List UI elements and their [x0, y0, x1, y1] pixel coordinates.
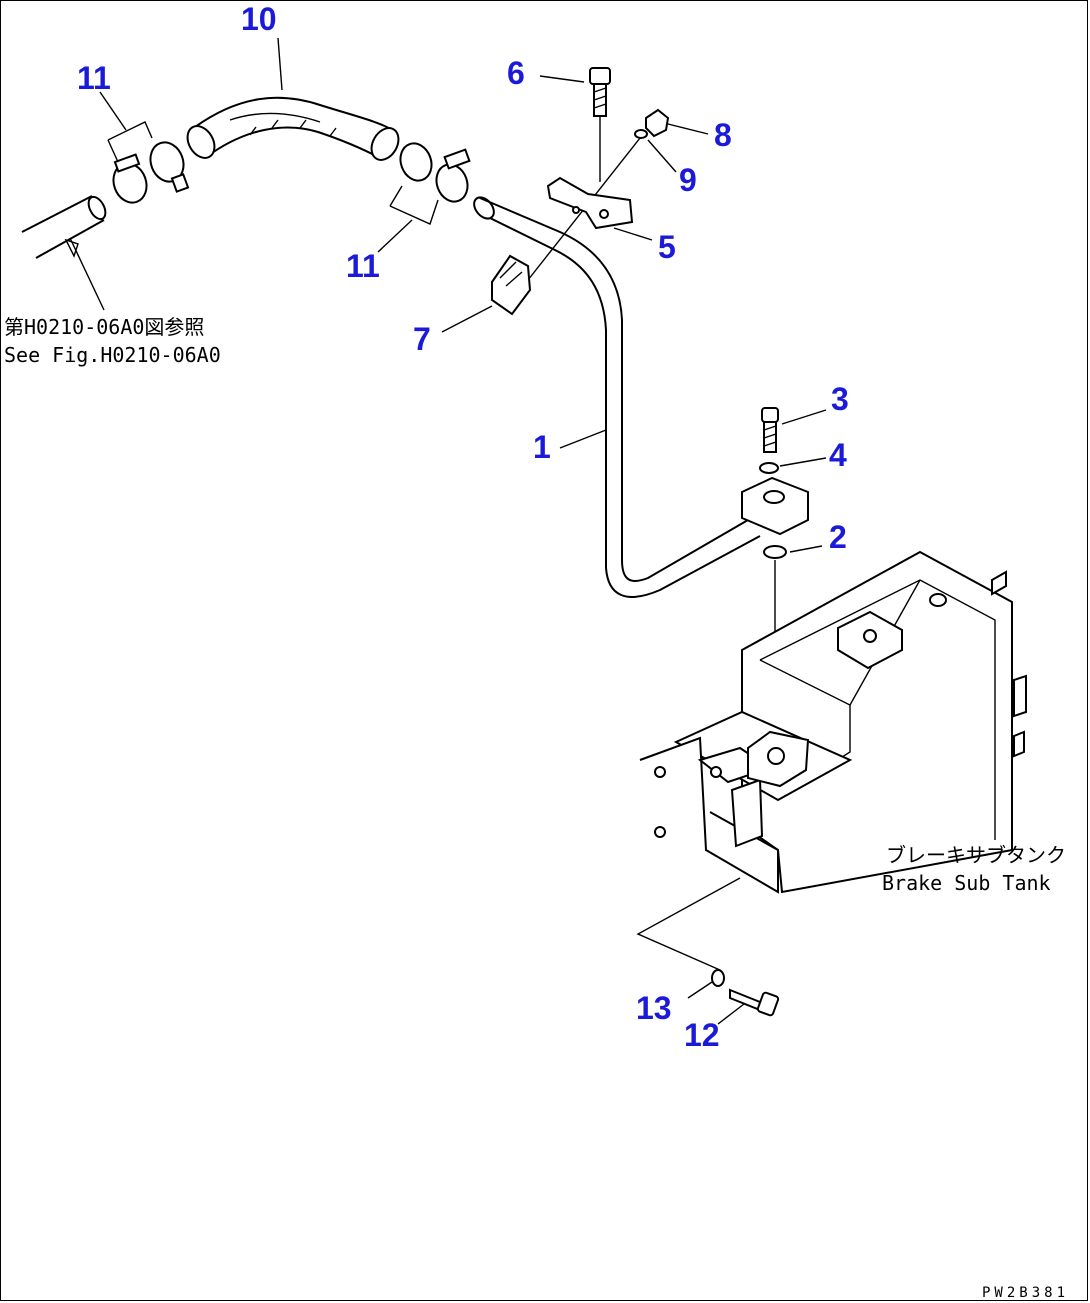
reference-note-jp: 第H0210-06A0図参照 — [4, 315, 204, 339]
tank-label-jp: ブレーキサブタンク — [886, 843, 1066, 867]
clip-7 — [491, 254, 532, 316]
drawing-code: PW2B381 — [982, 1285, 1069, 1301]
callout-3: 3 — [831, 381, 849, 417]
tube-flange — [741, 476, 809, 536]
callout-11-left: 11 — [77, 60, 111, 96]
washer-4 — [759, 462, 779, 474]
callout-13: 13 — [636, 990, 672, 1026]
bolt-3 — [761, 407, 779, 453]
callout-2: 2 — [829, 519, 847, 555]
hose-clamp-right — [389, 142, 471, 225]
callout-5: 5 — [658, 229, 676, 265]
callout-12: 12 — [684, 1017, 720, 1053]
callout-4: 4 — [829, 437, 847, 473]
leader-lines — [99, 37, 827, 1025]
nut-8 — [645, 108, 670, 138]
bolt-6 — [589, 67, 611, 182]
callout-7: 7 — [413, 321, 431, 357]
brake-tube — [473, 196, 761, 598]
tank-label-en: Brake Sub Tank — [882, 871, 1051, 895]
callout-8: 8 — [714, 117, 732, 153]
washer-9 — [634, 129, 648, 139]
callout-6: 6 — [507, 55, 525, 91]
callout-10: 10 — [241, 1, 277, 37]
bracket-5 — [546, 176, 634, 230]
o-ring-2 — [763, 545, 787, 559]
washer-13 — [711, 969, 725, 987]
callout-11-right: 11 — [346, 248, 380, 284]
hose — [186, 96, 400, 161]
brake-sub-tank — [636, 550, 1027, 971]
callout-1: 1 — [533, 429, 551, 465]
reference-note-en: See Fig.H0210-06A0 — [4, 343, 221, 367]
pipe-from-other-figure — [21, 195, 107, 311]
callout-9: 9 — [679, 162, 697, 198]
bolt-12 — [729, 988, 780, 1017]
hose-clamp-left — [107, 121, 190, 204]
